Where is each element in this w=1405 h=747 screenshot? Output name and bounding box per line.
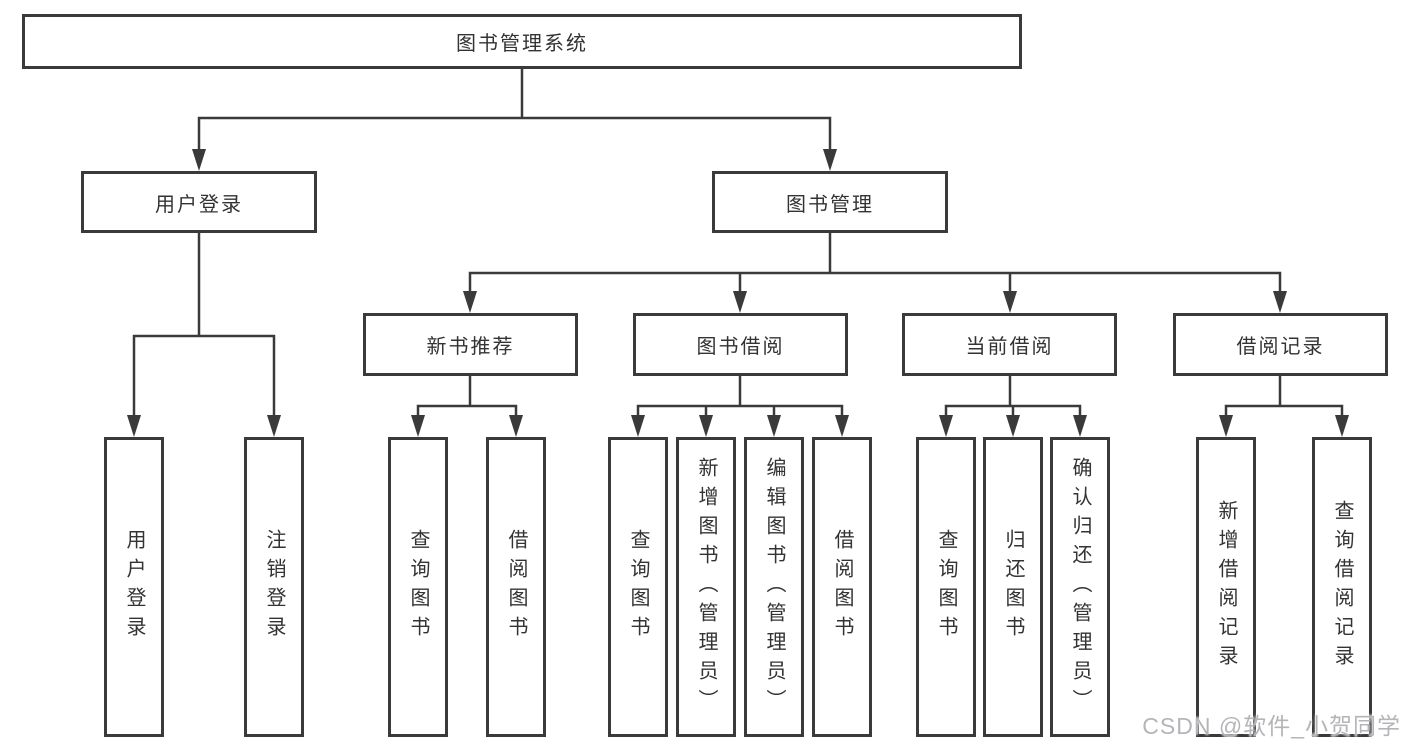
connector-book-borrow-to-leaves xyxy=(631,376,849,437)
leaf-recommend-query-books: 查询图书 xyxy=(388,437,448,737)
leaf-edit-books-admin: 编辑图书（管理员） xyxy=(744,437,804,737)
node-book-borrow: 图书借阅 xyxy=(633,313,848,376)
node-book-management: 图书管理 xyxy=(712,171,948,233)
leaf-return-books: 归还图书 xyxy=(983,437,1043,737)
leaf-logout-login: 注销登录 xyxy=(244,437,304,737)
leaf-current-query-books: 查询图书 xyxy=(916,437,976,737)
leaf-confirm-return-admin: 确认归还（管理员） xyxy=(1050,437,1110,737)
connector-borrow-records-to-leaves xyxy=(1219,376,1349,437)
node-current-borrow: 当前借阅 xyxy=(902,313,1117,376)
watermark: CSDN @软件_小贺同学 xyxy=(1142,713,1401,739)
leaf-recommend-borrow-books: 借阅图书 xyxy=(486,437,546,737)
connector-new-book-recommend-to-leaves xyxy=(411,376,523,437)
leaf-query-borrow-record: 查询借阅记录 xyxy=(1312,437,1372,737)
node-new-book-recommend: 新书推荐 xyxy=(363,313,578,376)
leaf-user-login: 用户登录 xyxy=(104,437,164,737)
leaf-borrow-books: 借阅图书 xyxy=(812,437,872,737)
leaf-add-borrow-record: 新增借阅记录 xyxy=(1196,437,1256,737)
node-borrow-records: 借阅记录 xyxy=(1173,313,1388,376)
connector-book-management-to-modules xyxy=(463,233,1287,313)
connector-current-borrow-to-leaves xyxy=(939,376,1087,437)
node-library-management-system: 图书管理系统 xyxy=(22,14,1022,69)
leaf-borrow-query-books: 查询图书 xyxy=(608,437,668,737)
connector-user-login-to-leaves xyxy=(127,233,281,437)
node-user-login: 用户登录 xyxy=(81,171,317,233)
leaf-add-books-admin: 新增图书（管理员） xyxy=(676,437,736,737)
connector-root-to-branches xyxy=(192,69,837,171)
